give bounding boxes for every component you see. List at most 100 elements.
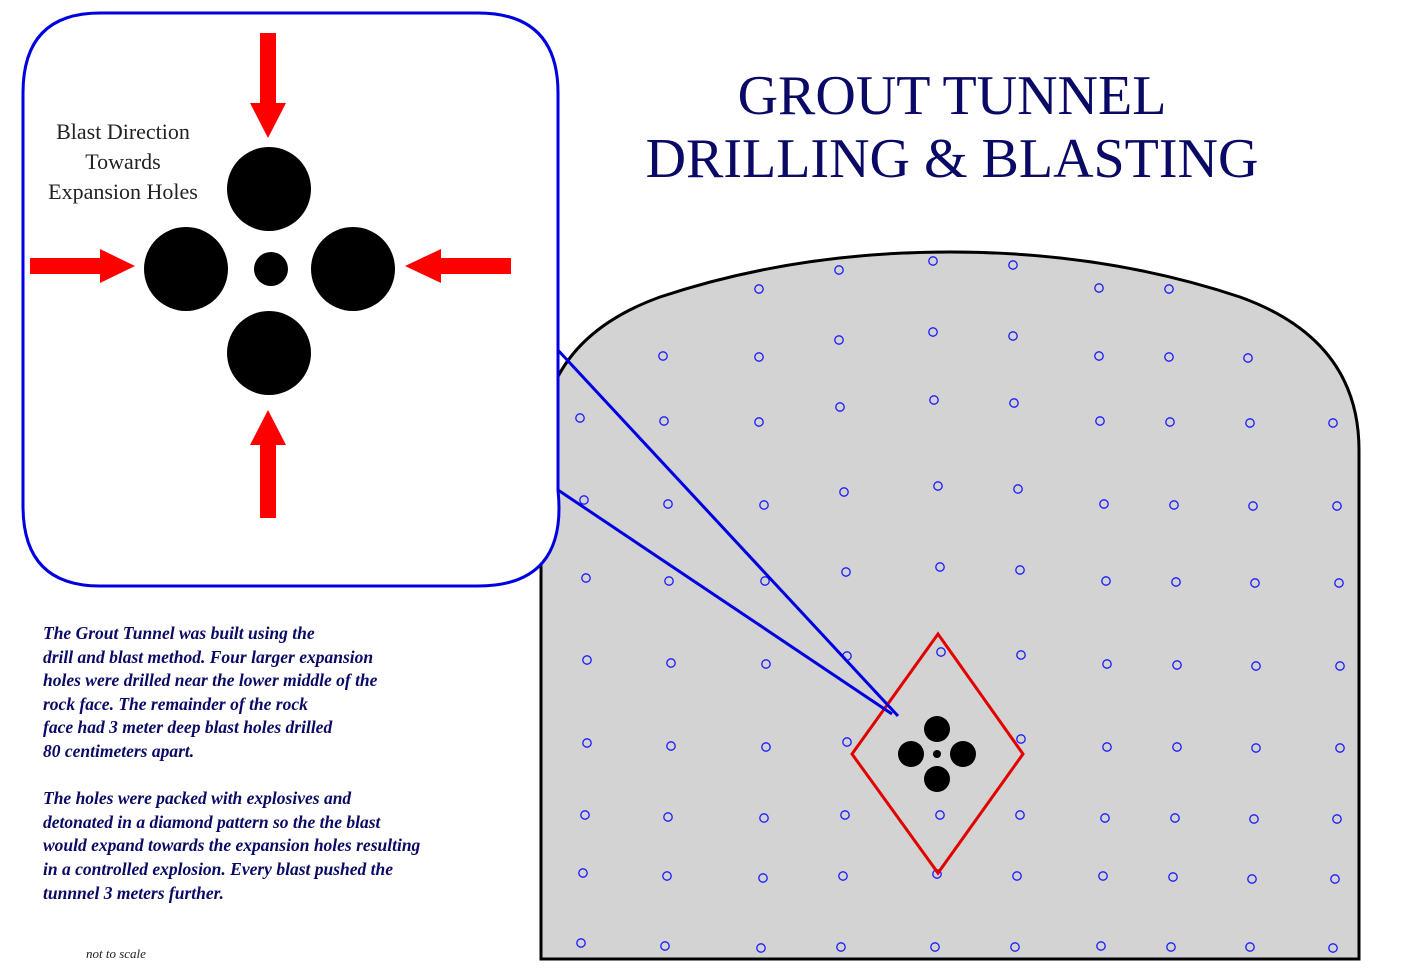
description: The Grout Tunnel was built using the dri… [43, 622, 523, 905]
blast-hole-icon [1251, 743, 1261, 753]
callout-bubble [21, 11, 561, 588]
callout-label-line-3: Expansion Holes [48, 179, 198, 204]
blast-hole-icon [839, 487, 849, 497]
description-line: holes were drilled near the lower middle… [43, 670, 378, 691]
description-line: rock face. The remainder of the rock [43, 693, 308, 714]
description-line: would expand towards the expansion holes… [43, 835, 421, 856]
center-hole [933, 750, 941, 758]
blast-hole-icon [928, 327, 938, 337]
blast-hole-icon [575, 413, 585, 423]
blast-hole-icon [1328, 943, 1338, 953]
blast-hole-icon [662, 871, 672, 881]
blast-hole-icon [1102, 659, 1112, 669]
blast-hole-icon [1094, 283, 1104, 293]
blast-hole-icon [1164, 352, 1174, 362]
expansion-hole-right [311, 227, 395, 311]
blast-hole-icon [1100, 813, 1110, 823]
description-line: face had 3 meter deep blast holes drille… [43, 717, 333, 738]
paragraph-gap [43, 764, 523, 788]
blast-hole-icon [1008, 260, 1018, 270]
blast-hole-icon [1096, 941, 1106, 951]
red-arrow-icon [30, 249, 135, 283]
blast-hole-icon [835, 402, 845, 412]
blast-hole-icon [933, 481, 943, 491]
blast-hole-icon [935, 810, 945, 820]
description-line: detonated in a diamond pattern so the th… [43, 811, 381, 832]
blast-hole-icon [1102, 742, 1112, 752]
title-line-2: DRILLING & BLASTING [646, 128, 1259, 190]
callout-label-line-1: Blast Direction [56, 119, 190, 144]
expansion-hole-bottom [227, 311, 311, 395]
blast-hole-icon [1015, 565, 1025, 575]
title-line-1: GROUT TUNNEL [738, 65, 1167, 127]
expansion-holes-cluster [898, 716, 976, 792]
blast-hole-icon [1171, 577, 1181, 587]
expansion-hole-left [144, 227, 228, 311]
blast-hole-icon [581, 573, 591, 583]
center-hole [254, 252, 288, 286]
expansion-hole [950, 741, 976, 767]
blast-hole-icon [663, 499, 673, 509]
blast-hole-icon [1165, 417, 1175, 427]
description-line: drill and blast method. Four larger expa… [43, 646, 374, 667]
blast-hole-icon [1016, 650, 1026, 660]
expansion-hole [924, 716, 950, 742]
blast-hole-icon [834, 335, 844, 345]
blast-hole-icon [928, 256, 938, 266]
blast-hole-icon [1243, 353, 1253, 363]
blast-hole-icon [1335, 661, 1345, 671]
blast-hole-icon [761, 659, 771, 669]
blast-hole-icon [1168, 872, 1178, 882]
scale-note: not to scale [86, 946, 146, 961]
description-line: 80 centimeters apart. [43, 740, 195, 761]
expansion-hole [924, 766, 950, 792]
blast-hole-icon [1328, 418, 1338, 428]
blast-hole-icon [840, 810, 850, 820]
blast-hole-icon [1172, 742, 1182, 752]
description-line: tunnnel 3 meters further. [43, 882, 224, 903]
description-line: The Grout Tunnel was built using the [43, 623, 315, 643]
description-line: The holes were packed with explosives an… [43, 788, 352, 809]
blast-hole-icon [1251, 661, 1261, 671]
red-arrow-icon [250, 410, 286, 518]
blast-hole-icon [659, 416, 669, 426]
blast-hole-icon [1016, 734, 1026, 744]
blast-hole-icon [1247, 874, 1257, 884]
blast-hole-icon [1166, 942, 1176, 952]
blast-hole-icon [760, 576, 770, 586]
callout-pointer [554, 346, 900, 718]
blast-hole-icon [842, 737, 852, 747]
blast-hole-icon [666, 741, 676, 751]
blast-hole-icon [761, 742, 771, 752]
blast-hole-icon [834, 265, 844, 275]
blast-hole-icon [1245, 942, 1255, 952]
blast-hole-icon [936, 647, 946, 657]
blast-hole-icon [1250, 578, 1260, 588]
blast-hole-icon [1013, 484, 1023, 494]
blast-direction-arrows [30, 33, 511, 518]
blast-hole-icon [664, 576, 674, 586]
blast-hole-icon [1164, 284, 1174, 294]
blast-hole-icon [658, 351, 668, 361]
blast-hole-icon [1009, 398, 1019, 408]
blast-hole-icon [579, 495, 589, 505]
blast-hole-icon [1101, 576, 1111, 586]
blast-hole-icon [1095, 416, 1105, 426]
blast-hole-icon [1172, 660, 1182, 670]
blast-hole-icon [759, 813, 769, 823]
detonation-diamond [850, 631, 1025, 876]
blast-hole-icon [663, 812, 673, 822]
red-arrow-icon [250, 33, 286, 138]
blast-hole-icon [758, 873, 768, 883]
blast-hole-icon [580, 810, 590, 820]
expansion-hole-top [227, 147, 311, 231]
blast-hole-icon [578, 868, 588, 878]
blast-hole-icon [1010, 942, 1020, 952]
blast-hole-icon [576, 938, 586, 948]
blast-hole-icon [929, 395, 939, 405]
blast-hole-icon [759, 500, 769, 510]
description-line: in a controlled explosion. Every blast p… [43, 858, 394, 879]
blast-hole-icon [1098, 871, 1108, 881]
blast-hole-icon [582, 655, 592, 665]
red-arrow-icon [405, 249, 511, 283]
